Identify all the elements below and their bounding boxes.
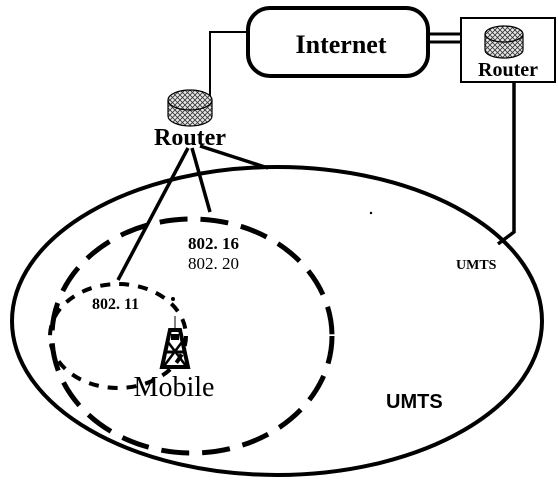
umts-inner-label: UMTS xyxy=(456,258,497,273)
dot-marker xyxy=(369,211,373,215)
internet-node: Internet xyxy=(246,6,430,78)
mobile-label: Mobile xyxy=(134,372,215,403)
router-left: Router xyxy=(154,89,226,151)
router-right: Router xyxy=(460,17,556,83)
internet-box xyxy=(246,6,430,78)
router-right-label: Router xyxy=(478,59,538,81)
link-router-left-to-wimax xyxy=(190,147,212,213)
router-left-label: Router xyxy=(154,125,226,151)
wimax-label-16: 802. 16 xyxy=(188,234,239,253)
link-router-left-to-umts xyxy=(199,144,269,170)
link-router-right-to-umts xyxy=(496,82,516,246)
umts-outer-label: UMTS xyxy=(386,391,443,413)
link-router-left-to-wifi xyxy=(116,147,190,281)
internet-label: Internet xyxy=(296,30,387,59)
wimax-coverage-area xyxy=(49,216,335,456)
dot-marker xyxy=(171,297,175,301)
router-icon xyxy=(484,25,524,59)
cell-tower-icon xyxy=(159,316,191,369)
link-router-left-to-internet xyxy=(209,31,248,96)
wifi-label: 802. 11 xyxy=(92,296,139,313)
router-icon xyxy=(167,89,213,127)
wifi-coverage-area xyxy=(48,282,188,390)
wimax-label-20: 802. 20 xyxy=(188,254,239,273)
umts-coverage-area xyxy=(10,165,544,477)
